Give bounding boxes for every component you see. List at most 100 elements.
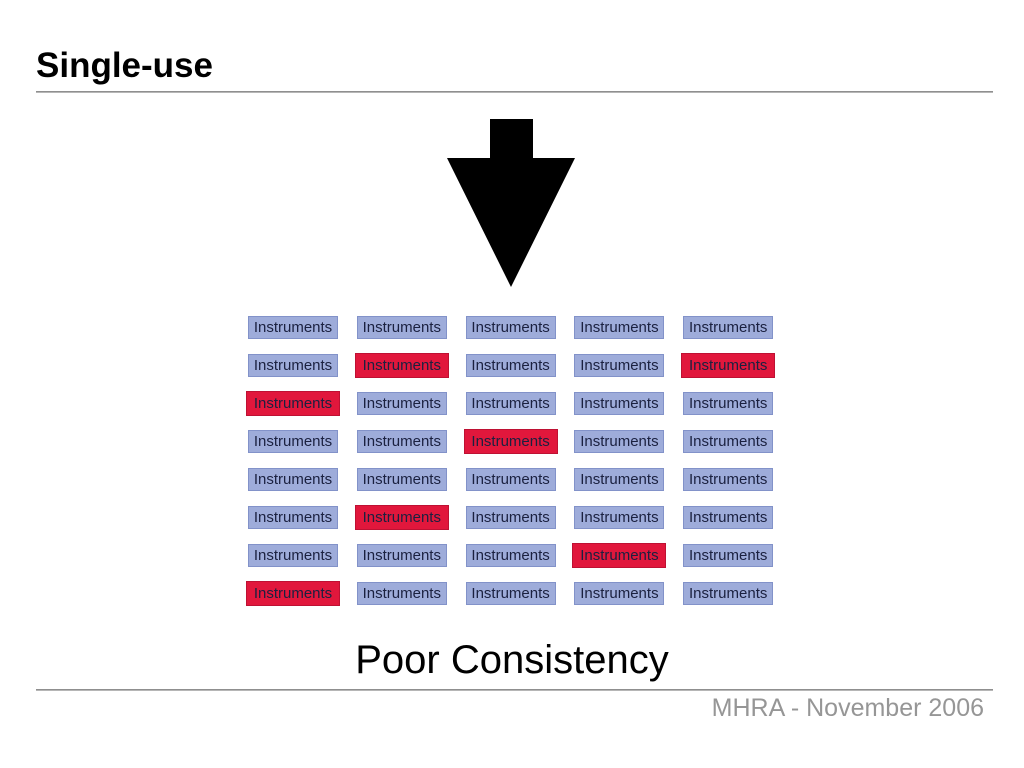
instrument-cell-label: Instruments [471, 395, 550, 412]
instrument-cell-blue: Instruments [574, 582, 665, 605]
grid-cell-slot: Instruments [465, 354, 556, 377]
instrument-cell-red: Instruments [354, 505, 449, 530]
footer-divider [36, 689, 993, 691]
grid-cell-slot: Instruments [465, 582, 556, 605]
instrument-cell-red: Instruments [246, 391, 340, 416]
instrument-cell-label: Instruments [253, 585, 333, 602]
grid-cell-slot: Instruments [683, 468, 774, 491]
instrument-cell-blue: Instruments [683, 316, 774, 339]
instrument-cell-label: Instruments [253, 357, 333, 374]
grid-cell-slot: Instruments [248, 316, 338, 339]
grid-cell-slot: Instruments [574, 392, 665, 415]
grid-cell-slot: Instruments [248, 506, 338, 529]
instrument-cell-blue: Instruments [248, 354, 338, 377]
grid-cell-slot: Instruments [465, 316, 556, 339]
instrument-cell-blue: Instruments [574, 430, 665, 453]
instrument-cell-blue: Instruments [465, 582, 556, 605]
grid-cell-slot: Instruments [246, 391, 340, 416]
instrument-cell-label: Instruments [362, 471, 441, 488]
instrument-cell-blue: Instruments [465, 544, 556, 567]
instrument-cell-blue: Instruments [683, 544, 774, 567]
instrument-cell-label: Instruments [471, 433, 550, 450]
instrument-cell-blue: Instruments [683, 430, 774, 453]
instrument-cell-blue: Instruments [683, 506, 774, 529]
instrument-cell-blue: Instruments [465, 506, 556, 529]
instrument-cell-label: Instruments [253, 433, 333, 450]
grid-cell-slot: Instruments [574, 316, 665, 339]
instrument-cell-blue: Instruments [248, 544, 338, 567]
instrument-cell-label: Instruments [580, 509, 659, 526]
grid-cell-slot: Instruments [574, 582, 665, 605]
instrument-cell-label: Instruments [471, 319, 550, 336]
grid-cell-slot: Instruments [356, 468, 447, 491]
instrument-cell-blue: Instruments [574, 316, 665, 339]
grid-cell-slot: Instruments [246, 581, 340, 606]
grid-cell-slot: Instruments [465, 468, 556, 491]
instrument-cell-red: Instruments [572, 543, 667, 568]
instrument-cell-label: Instruments [580, 433, 659, 450]
grid-cell-slot: Instruments [683, 506, 774, 529]
grid-cell-slot: Instruments [248, 354, 338, 377]
instrument-cell-label: Instruments [580, 547, 659, 564]
instrument-cell-label: Instruments [471, 357, 550, 374]
down-arrow-icon [447, 119, 575, 287]
grid-cell-slot: Instruments [683, 582, 774, 605]
instrument-cell-label: Instruments [471, 471, 550, 488]
instrument-cell-label: Instruments [689, 471, 768, 488]
grid-cell-slot: Instruments [356, 430, 447, 453]
footer-credit: MHRA - November 2006 [711, 694, 984, 722]
title-divider [36, 91, 993, 93]
grid-cell-slot: Instruments [465, 506, 556, 529]
instrument-cell-label: Instruments [362, 433, 441, 450]
instrument-cell-label: Instruments [689, 585, 768, 602]
instrument-cell-blue: Instruments [356, 392, 447, 415]
instrument-cell-blue: Instruments [683, 392, 774, 415]
instrument-cell-blue: Instruments [356, 582, 447, 605]
instrument-cell-blue: Instruments [465, 468, 556, 491]
instrument-cell-label: Instruments [689, 395, 768, 412]
instrument-cell-blue: Instruments [356, 468, 447, 491]
grid-cell-slot: Instruments [356, 582, 447, 605]
grid-cell-slot: Instruments [683, 430, 774, 453]
instrument-cell-label: Instruments [471, 509, 550, 526]
instrument-cell-blue: Instruments [356, 430, 447, 453]
instrument-cell-label: Instruments [362, 357, 441, 374]
instrument-cell-blue: Instruments [465, 392, 556, 415]
instrument-cell-blue: Instruments [574, 506, 665, 529]
instrument-cell-blue: Instruments [574, 392, 665, 415]
instrument-cell-label: Instruments [689, 357, 768, 374]
instrument-cell-blue: Instruments [248, 316, 338, 339]
grid-cell-slot: Instruments [574, 430, 665, 453]
grid-cell-slot: Instruments [465, 392, 556, 415]
grid-cell-slot: Instruments [572, 543, 667, 568]
instrument-cell-label: Instruments [253, 509, 333, 526]
instrument-cell-label: Instruments [580, 585, 659, 602]
instrument-cell-label: Instruments [471, 547, 550, 564]
instrument-cell-label: Instruments [689, 509, 768, 526]
instrument-cell-blue: Instruments [356, 544, 447, 567]
grid-cell-slot: Instruments [681, 353, 776, 378]
instrument-cell-blue: Instruments [248, 468, 338, 491]
grid-cell-slot: Instruments [683, 544, 774, 567]
instrument-cell-label: Instruments [689, 319, 768, 336]
instrument-cell-label: Instruments [362, 395, 441, 412]
grid-cell-slot: Instruments [465, 544, 556, 567]
instrument-cell-blue: Instruments [465, 354, 556, 377]
instrument-cell-label: Instruments [362, 585, 441, 602]
instrument-cell-label: Instruments [253, 319, 333, 336]
instrument-cell-label: Instruments [580, 357, 659, 374]
grid-cell-slot: Instruments [356, 392, 447, 415]
instrument-cell-blue: Instruments [248, 506, 338, 529]
grid-cell-slot: Instruments [683, 392, 774, 415]
grid-cell-slot: Instruments [354, 353, 449, 378]
caption-poor-consistency: Poor Consistency [355, 638, 669, 682]
grid-cell-slot: Instruments [248, 430, 338, 453]
instrument-cell-label: Instruments [362, 319, 441, 336]
instrument-cell-red: Instruments [354, 353, 449, 378]
instrument-cell-red: Instruments [463, 429, 558, 454]
instrument-cell-label: Instruments [580, 395, 659, 412]
instrument-cell-blue: Instruments [574, 354, 665, 377]
instrument-cell-blue: Instruments [465, 316, 556, 339]
instrument-cell-label: Instruments [253, 471, 333, 488]
